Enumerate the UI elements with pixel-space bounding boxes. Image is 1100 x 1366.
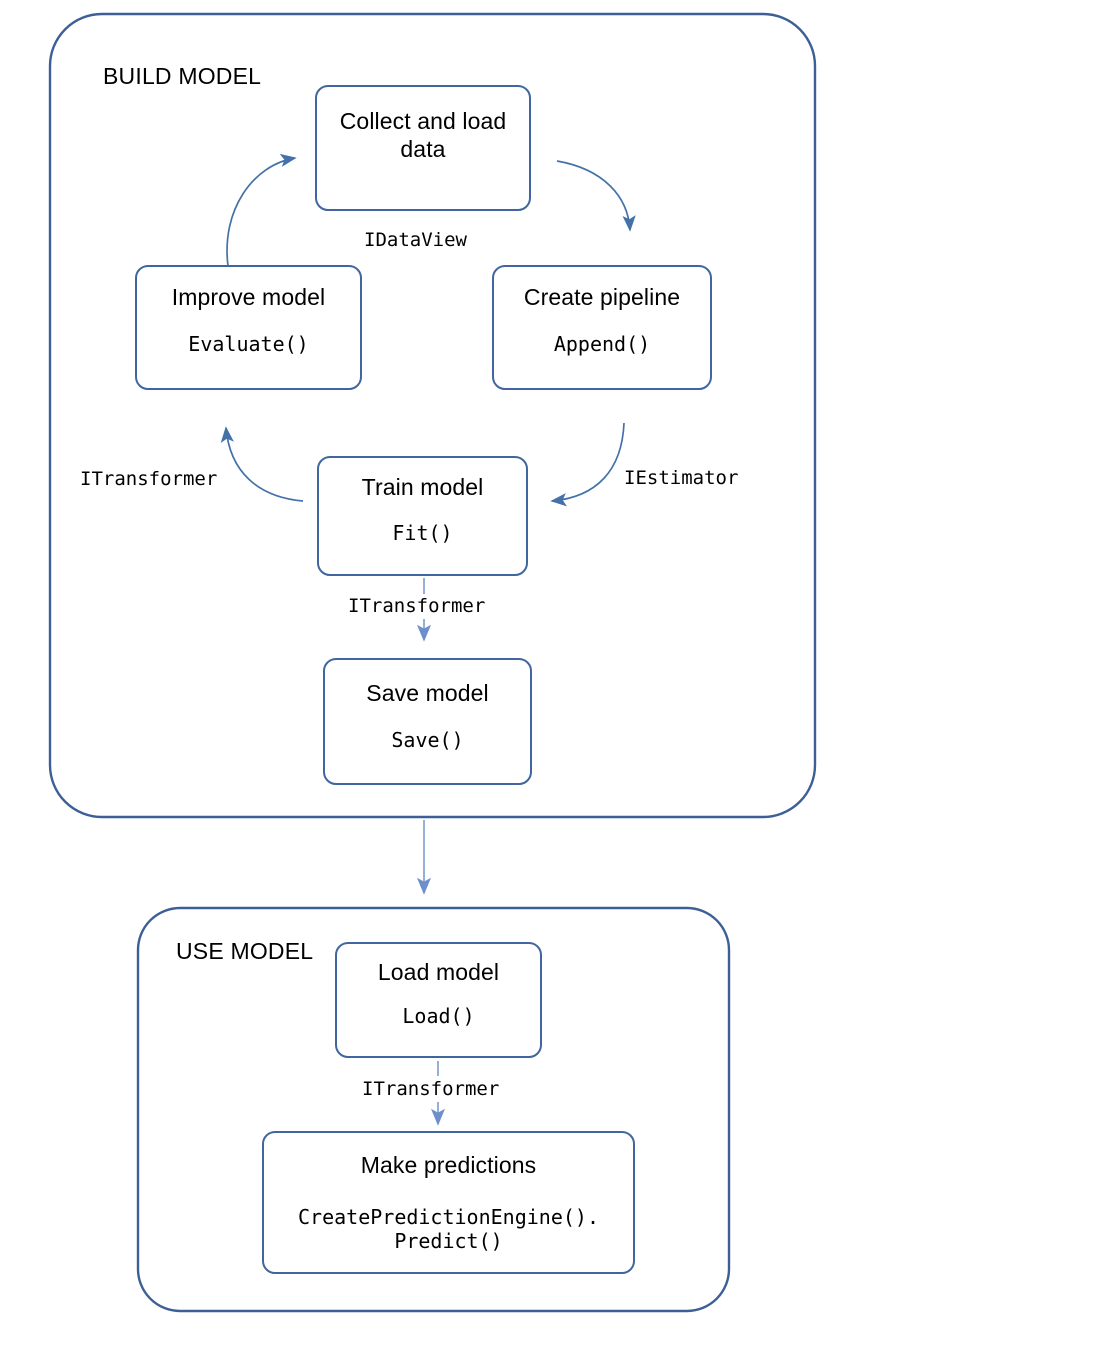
- edge-label-idataview: IDataView: [364, 229, 467, 251]
- edge-label-itransformer-save: ITransformer: [348, 595, 486, 617]
- node-api-call: Load(): [402, 1004, 475, 1029]
- node-api-call: CreatePredictionEngine(). Predict(): [297, 1205, 600, 1254]
- group-label-use-model: USE MODEL: [176, 938, 314, 964]
- node-save-model[interactable]: Save model Save(): [323, 658, 532, 785]
- node-api-call: Append(): [553, 332, 651, 357]
- node-api-call: Save(): [391, 728, 464, 753]
- node-title: Improve model: [171, 284, 326, 310]
- arrow-train-to-improve: [220, 426, 304, 502]
- node-title: Train model: [361, 474, 484, 500]
- node-api-call: Evaluate(): [188, 332, 309, 357]
- node-make-predictions[interactable]: Make predictions CreatePredictionEngine(…: [262, 1131, 635, 1274]
- arrow-pipeline-to-train: [550, 422, 625, 507]
- edge-label-itransformer-evaluate: ITransformer: [80, 468, 218, 490]
- node-create-pipeline[interactable]: Create pipeline Append(): [492, 265, 712, 390]
- node-title: Save model: [366, 680, 489, 706]
- node-title: Collect and load data: [339, 108, 507, 163]
- node-title: Make predictions: [360, 1152, 537, 1178]
- node-title: Create pipeline: [523, 284, 681, 310]
- node-api-call: Fit(): [392, 521, 453, 546]
- node-load-model[interactable]: Load model Load(): [335, 942, 542, 1058]
- arrow-collect-to-pipeline: [556, 160, 636, 232]
- edge-label-itransformer-use: ITransformer: [362, 1078, 500, 1100]
- edge-label-iestimator: IEstimator: [624, 467, 739, 489]
- group-label-build-model: BUILD MODEL: [103, 63, 262, 89]
- node-collect-and-load-data[interactable]: Collect and load data: [315, 85, 531, 211]
- node-title: Load model: [377, 959, 500, 985]
- node-improve-model[interactable]: Improve model Evaluate(): [135, 265, 362, 390]
- node-train-model[interactable]: Train model Fit(): [317, 456, 528, 576]
- arrow-improve-to-collect: [226, 153, 297, 267]
